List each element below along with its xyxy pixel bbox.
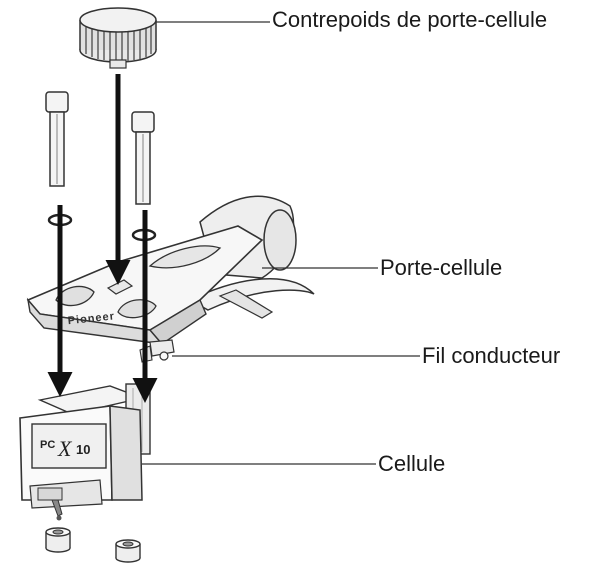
- cartridge-model-letter: X: [57, 436, 73, 461]
- cartridge-part: PC X 10: [19, 383, 151, 521]
- label-headshell: Porte-cellule: [380, 255, 503, 280]
- cartridge-model-number: 10: [76, 442, 90, 457]
- nut-left: [45, 527, 71, 553]
- label-counterweight: Contrepoids de porte-cellule: [272, 7, 548, 32]
- counterweight-part: [79, 7, 157, 69]
- svg-text:Pioneer: Pioneer: [67, 310, 115, 327]
- label-cartridge: Cellule: [378, 451, 446, 476]
- screw-right: [131, 111, 155, 205]
- screw-left: [45, 91, 69, 187]
- nut-right: [115, 539, 141, 563]
- label-lead-wire: Fil conducteur: [422, 343, 561, 368]
- cartridge-brand-prefix: PC: [40, 439, 55, 451]
